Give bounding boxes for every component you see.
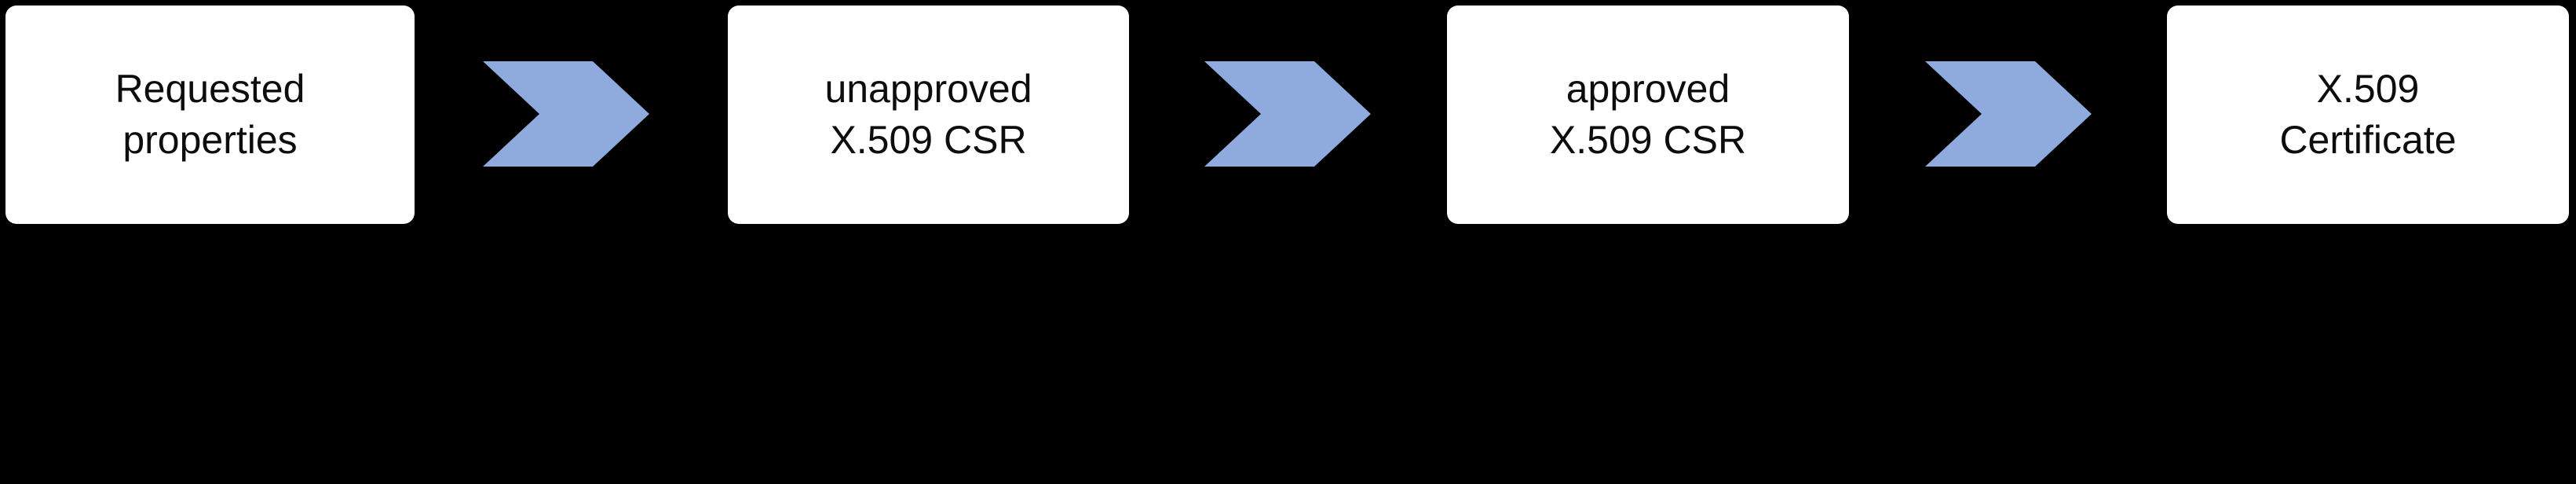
flow-step-x509-certificate[interactable]: X.509 Certificate [2167,6,2569,224]
flow-step-label-line1: Requested [115,67,305,111]
chevron-arrow-icon [1925,61,2092,167]
flow-step-unapproved-csr[interactable]: unapproved X.509 CSR [728,6,1129,224]
flow-step-label-line2: X.509 CSR [1549,118,1747,162]
chevron-arrow-icon [1204,61,1371,167]
flow-step-requested-properties[interactable]: Requested properties [5,6,415,224]
flow-step-label-line1: approved [1566,67,1730,111]
flow-step-label-line1: X.509 [2316,67,2420,111]
flow-step-label-line2: Certificate [2279,118,2457,162]
flow-step-label-line2: properties [122,118,298,162]
flow-step-label-line1: unapproved [824,67,1032,111]
flow-step-label-line2: X.509 CSR [830,118,1027,162]
chevron-arrow-icon [483,61,649,167]
flow-step-approved-csr[interactable]: approved X.509 CSR [1447,6,1849,224]
